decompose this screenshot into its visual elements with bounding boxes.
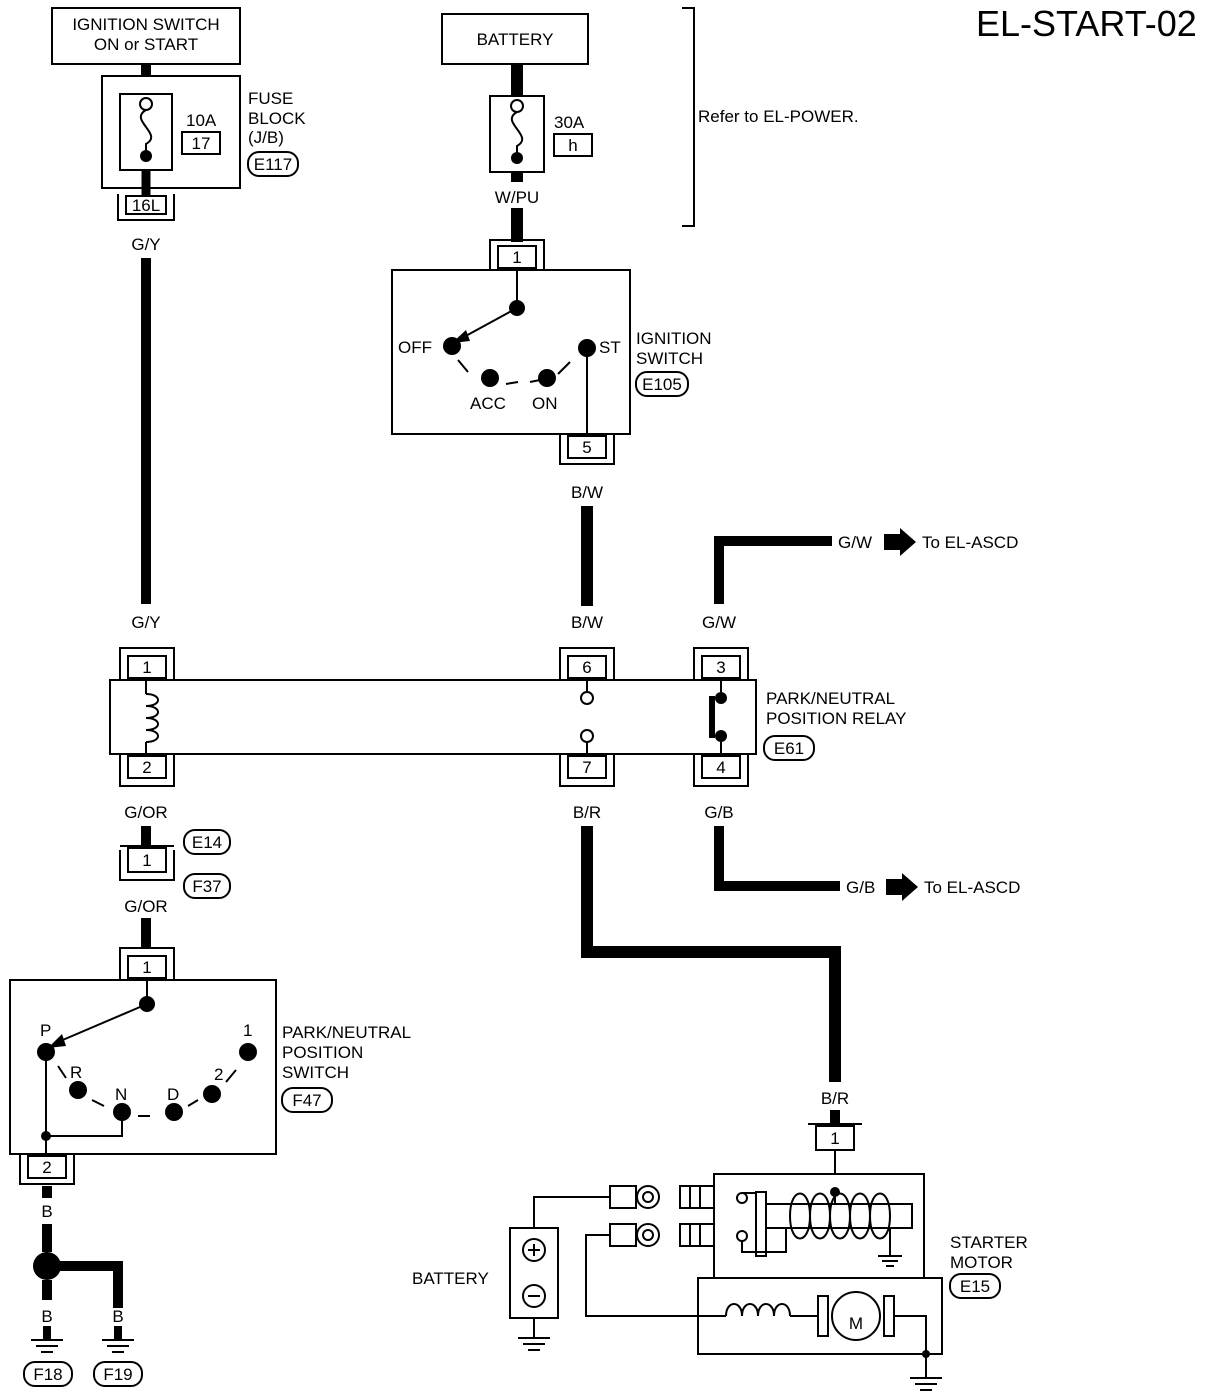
relay-terminal-6: 6 <box>582 658 591 677</box>
fuse-block-line1: FUSE <box>248 89 293 108</box>
relay-coil-icon <box>145 693 159 743</box>
wire-wpu-label: W/PU <box>495 188 539 207</box>
pn-pos-p: P <box>40 1021 51 1040</box>
starter-terminal: 1 <box>830 1129 839 1148</box>
pn-relay-connector: E61 <box>774 739 804 758</box>
pn-relay-line1: PARK/NEUTRAL <box>766 689 895 708</box>
starter-line1: STARTER <box>950 1233 1028 1252</box>
ignition-terminal-out: 5 <box>582 438 591 457</box>
joint-connector-bottom: F37 <box>192 877 221 896</box>
field-coil-icon <box>725 1303 791 1317</box>
page-code: EL-START-02 <box>976 3 1197 44</box>
ignition-switch-line2: SWITCH <box>636 349 703 368</box>
arrow-right-icon <box>884 528 916 556</box>
ground-icon <box>31 1339 63 1353</box>
ground-wire-f18: B <box>41 1307 52 1326</box>
relay-wire-out-ascd: G/B <box>704 803 733 822</box>
wire-bw-label-top: B/W <box>571 483 603 502</box>
ignition-pos-acc: ACC <box>470 394 506 413</box>
wire-gw <box>714 536 832 604</box>
ignition-switch-line1: IGNITION <box>636 329 712 348</box>
ignition-pos-on: ON <box>532 394 558 413</box>
pn-relay-line2: POSITION RELAY <box>766 709 906 728</box>
pn-pos-2: 2 <box>214 1065 223 1084</box>
relay-wire-in-contact: B/W <box>571 613 603 632</box>
gb-ascd-label: To EL-ASCD <box>924 878 1020 897</box>
starter-battery: BATTERY <box>412 1227 559 1351</box>
arrow-right-icon <box>886 873 918 901</box>
pn-switch-line2: POSITION <box>282 1043 363 1062</box>
pn-switch-line1: PARK/NEUTRAL <box>282 1023 411 1042</box>
ground-icon <box>102 1339 134 1353</box>
motor-icon <box>831 1291 881 1341</box>
ground-wire-top-label: B <box>41 1202 52 1221</box>
gw-ascd-wire: G/W <box>838 533 872 552</box>
fuse-block: 10A 17 FUSE BLOCK (J/B) E117 16L <box>101 75 306 221</box>
ignition-switch-connector: E105 <box>642 375 682 394</box>
wire-br <box>581 826 841 1082</box>
fuse-10a-label: 10A <box>186 111 217 130</box>
ignition-source-box: IGNITION SWITCH ON or START <box>51 7 241 65</box>
starter-connector: E15 <box>960 1277 990 1296</box>
relay-terminal-1: 1 <box>142 658 151 677</box>
ref-note: Refer to EL-POWER. <box>698 107 859 126</box>
fuse-30a-id: h <box>568 136 577 155</box>
battery-top-label: BATTERY <box>477 30 554 49</box>
starter-battery-label: BATTERY <box>412 1269 489 1288</box>
relay-wire-in-ascd: G/W <box>702 613 736 632</box>
fuse-30a-icon <box>510 111 524 158</box>
pn-switch-terminal-in: 1 <box>142 958 151 977</box>
starter-motor: 1 M <box>533 1123 1028 1391</box>
ignition-pos-off: OFF <box>398 338 432 357</box>
battery-top: BATTERY 30A h W/PU Refer to EL-POWER. <box>441 7 859 242</box>
ground-section: B B B F18 F19 <box>23 1186 143 1387</box>
pn-pos-n: N <box>115 1085 127 1104</box>
fuse-block-line2: BLOCK <box>248 109 306 128</box>
relay-terminal-7: 7 <box>582 758 591 777</box>
wire-gb <box>714 826 840 891</box>
motor-symbol: M <box>849 1314 863 1333</box>
ignition-terminal-in: 1 <box>512 248 521 267</box>
relay-terminal-3: 3 <box>716 658 725 677</box>
fuse-10a-icon <box>139 109 153 156</box>
starter-line2: MOTOR <box>950 1253 1013 1272</box>
pn-switch-connector: F47 <box>292 1091 321 1110</box>
ignition-source-line2: ON or START <box>94 35 198 54</box>
joint-wire-out: G/OR <box>124 897 167 916</box>
fuse-block-line3: (J/B) <box>248 128 284 147</box>
ref-bracket <box>682 7 695 227</box>
ignition-switch: 1 OFF ACC ON ST IGNITION SWITCH E105 5 <box>391 239 712 465</box>
gw-ascd-label: To EL-ASCD <box>922 533 1018 552</box>
relay-terminal-4: 4 <box>716 758 725 777</box>
wire-gy-label-top: G/Y <box>131 235 160 254</box>
starter-wire-label: B/R <box>821 1089 849 1108</box>
relay-terminal-2: 2 <box>142 758 151 777</box>
solenoid-coil-icon <box>789 1192 892 1240</box>
ignition-source-line1: IGNITION SWITCH <box>72 15 219 34</box>
fuse-10a-id: 17 <box>192 134 211 153</box>
pn-switch-line3: SWITCH <box>282 1063 349 1082</box>
gb-ascd-wire: G/B <box>846 878 875 897</box>
ground-connector-f19: F19 <box>103 1365 132 1384</box>
pn-pos-d: D <box>167 1085 179 1104</box>
pn-switch-terminal-out: 2 <box>42 1158 51 1177</box>
pn-relay: 1 6 3 2 7 4 PARK/NEUTRAL POSITIO <box>109 647 906 787</box>
pn-pos-r: R <box>70 1063 82 1082</box>
relay-wire-out-contact: B/R <box>573 803 601 822</box>
fuse-block-connector: E117 <box>254 155 292 174</box>
relay-wire-out-coil: G/OR <box>124 803 167 822</box>
joint-connector-top: E14 <box>192 833 222 852</box>
ground-connector-f18: F18 <box>33 1365 62 1384</box>
fuse-block-terminal: 16L <box>132 196 160 215</box>
relay-wire-in-coil: G/Y <box>131 613 160 632</box>
fuse-30a-label: 30A <box>554 113 585 132</box>
pn-switch: 1 P R N D 2 1 2 PARK/NEUTRAL POSITION SW… <box>9 947 411 1185</box>
joint-connector: 1 E14 F37 G/OR <box>119 826 231 948</box>
ignition-pos-st: ST <box>599 338 621 357</box>
pn-pos-1: 1 <box>243 1021 252 1040</box>
joint-terminal: 1 <box>142 851 151 870</box>
ground-wire-f19: B <box>112 1307 123 1326</box>
